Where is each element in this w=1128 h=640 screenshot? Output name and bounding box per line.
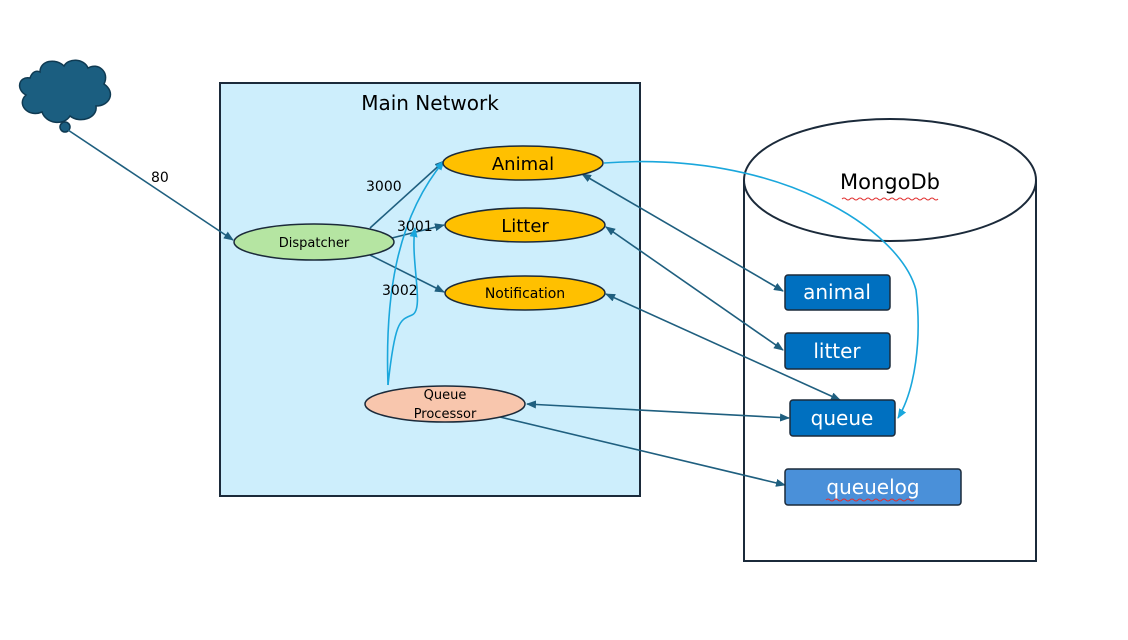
cloud-icon [18,59,112,133]
queue-processor-to-litter-arrow [387,227,419,386]
collection-queuelog-underline [825,498,915,502]
collection-queuelog[interactable]: queuelog [784,468,962,506]
dispatcher-to-litter-arrow [391,223,445,239]
queue-processor-to-animal-arrow [386,160,445,386]
collection-litter-label: litter [813,339,861,363]
port-label-litter: 3001 [397,219,433,235]
queue-processor-to-queuelog-collection-arrow [499,416,786,487]
light-connections [386,160,919,419]
litter-service-label: Litter [501,216,549,237]
collection-queue-label: queue [811,406,874,430]
collection-litter[interactable]: litter [784,332,891,370]
mongodb-title-underline [841,197,939,201]
queue-processor-node[interactable]: Queue Processor [364,385,526,423]
collection-queuelog-label: queuelog [826,475,919,499]
dispatcher-node[interactable]: Dispatcher [233,223,395,261]
mongodb-title: MongoDb [840,170,940,194]
collection-animal[interactable]: animal [784,274,891,311]
animal-to-queue-collection-arrow [603,160,919,419]
dispatcher-label: Dispatcher [279,236,350,251]
dark-connections [67,129,841,487]
litter-service-node[interactable]: Litter [444,207,606,243]
port-label-internet: 80 [151,170,169,186]
queue-processor-label-line2: Processor [414,407,477,422]
notification-service-node[interactable]: Notification [444,275,606,311]
queue-processor-label-line1: Queue [424,388,467,403]
internet-to-dispatcher-arrow [67,129,234,241]
animal-service-label: Animal [492,154,554,175]
port-label-animal: 3000 [366,179,402,195]
collection-queue[interactable]: queue [789,399,896,437]
animal-service-node[interactable]: Animal [442,145,604,181]
notification-service-label: Notification [485,286,565,302]
collection-animal-label: animal [803,280,871,304]
notification-to-queue-collection-arrow [605,293,841,401]
dispatcher-to-notification-arrow [369,254,445,293]
queue-processor-to-queue-collection-arrow [526,400,790,422]
dispatcher-to-animal-arrow [369,160,445,229]
port-label-notification: 3002 [382,283,418,299]
main-network-title: Main Network [361,91,499,115]
